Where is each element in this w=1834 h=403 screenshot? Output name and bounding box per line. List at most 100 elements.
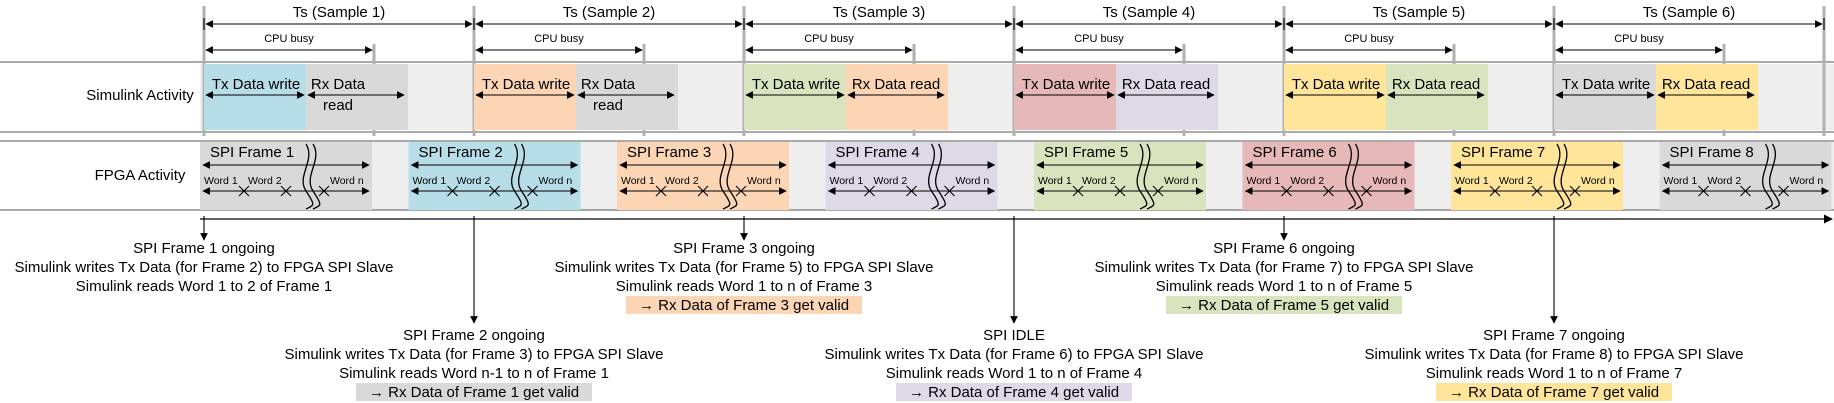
valid-note: → Rx Data of Frame 3 get valid — [639, 297, 849, 314]
word-2-label: Word 2 — [457, 175, 491, 187]
sample-label: Ts (Sample 2) — [563, 4, 656, 21]
word-n-label: Word n — [1164, 175, 1198, 187]
cpu-busy-label: CPU busy — [1344, 33, 1394, 45]
word-n-label: Word n — [747, 175, 781, 187]
fpga-activity-label: FPGA Activity — [95, 167, 186, 184]
sample-label: Ts (Sample 5) — [1373, 4, 1466, 21]
word-2-label: Word 2 — [1499, 175, 1533, 187]
break-symbol — [1136, 143, 1148, 210]
word-boundary-mark — [735, 185, 747, 197]
spi-frame-label: SPI Frame 7 — [1461, 144, 1545, 161]
spi-frame-block — [617, 142, 789, 210]
annotation-line: SPI Frame 1 ongoing — [133, 240, 275, 257]
annotation-line: SPI Frame 3 ongoing — [673, 240, 815, 257]
word-1-label: Word 1 — [1664, 175, 1698, 187]
rx-read-block — [1656, 64, 1758, 130]
cpu-busy-label: CPU busy — [1614, 33, 1664, 45]
word-boundary-mark — [1698, 185, 1709, 197]
word-n-label: Word n — [1790, 175, 1824, 187]
word-2-label: Word 2 — [1291, 175, 1325, 187]
annotation-line: SPI Frame 6 ongoing — [1213, 240, 1355, 257]
annotation-line: Simulink writes Tx Data (for Frame 7) to… — [1095, 259, 1474, 276]
tx-write-block — [474, 64, 576, 130]
word-2-label: Word 2 — [665, 175, 699, 187]
break-symbol — [928, 143, 939, 210]
tx-write-label: Tx Data write — [212, 76, 300, 93]
rx-read-block — [306, 64, 408, 130]
word-boundary-mark — [1361, 185, 1372, 197]
break-symbol — [1769, 143, 1780, 210]
spi-frame-block — [200, 142, 372, 210]
spi-frame-block — [1034, 142, 1206, 210]
word-2-label: Word 2 — [248, 175, 282, 187]
valid-highlight — [356, 383, 592, 401]
tx-write-block — [204, 64, 306, 130]
word-n-label: Word n — [1373, 175, 1407, 187]
word-boundary-mark — [1489, 185, 1501, 197]
rx-read-label: Rx Data read — [852, 76, 940, 93]
word-boundary-mark — [527, 185, 538, 197]
valid-highlight — [1166, 296, 1402, 314]
word-boundary-mark — [489, 185, 500, 197]
sample-label: Ts (Sample 3) — [833, 4, 926, 21]
annotation-line: SPI Frame 7 ongoing — [1483, 327, 1625, 344]
word-boundary-mark — [944, 185, 955, 197]
annotation-line: Simulink reads Word 1 to 2 of Frame 1 — [76, 278, 333, 295]
rx-read-label-line2: read — [593, 97, 623, 114]
annotation-line: Simulink reads Word 1 to n of Frame 3 — [616, 278, 873, 295]
word-boundary-mark — [447, 185, 458, 197]
break-symbol — [1762, 143, 1773, 210]
rx-read-label: Rx Data read — [1392, 76, 1480, 93]
sample-label: Ts (Sample 6) — [1643, 4, 1736, 21]
word-2-label: Word 2 — [874, 175, 908, 187]
valid-note: → Rx Data of Frame 5 get valid — [1179, 297, 1389, 314]
word-1-label: Word 1 — [1247, 175, 1281, 187]
annotation-line: Simulink writes Tx Data (for Frame 5) to… — [555, 259, 934, 276]
tx-write-label: Tx Data write — [752, 76, 840, 93]
word-boundary-mark — [906, 185, 917, 197]
break-symbol — [511, 143, 522, 210]
word-boundary-mark — [1281, 185, 1292, 197]
word-1-label: Word 1 — [204, 175, 238, 187]
break-symbol — [1143, 143, 1155, 210]
word-1-label: Word 1 — [413, 175, 447, 187]
word-2-label: Word 2 — [1708, 175, 1742, 187]
valid-highlight — [896, 383, 1132, 401]
break-symbol — [719, 143, 731, 210]
spi-frame-block — [1659, 142, 1832, 210]
spi-frame-label: SPI Frame 1 — [210, 144, 294, 161]
rx-read-label: Rx Data — [581, 76, 636, 93]
word-boundary-mark — [1323, 185, 1334, 197]
annotation-line: Simulink reads Word 1 to n of Frame 7 — [1426, 365, 1683, 382]
tx-write-block — [1014, 64, 1116, 130]
annotation-line: Simulink writes Tx Data (for Frame 6) to… — [825, 346, 1204, 363]
word-1-label: Word 1 — [621, 175, 655, 187]
valid-highlight — [626, 296, 862, 314]
rx-read-block — [846, 64, 948, 130]
word-1-label: Word 1 — [830, 175, 864, 187]
spi-frame-label: SPI Frame 6 — [1253, 144, 1337, 161]
word-boundary-mark — [1569, 185, 1581, 197]
word-boundary-mark — [1072, 185, 1084, 197]
tx-write-block — [744, 64, 846, 130]
spi-frame-label: SPI Frame 4 — [836, 144, 920, 161]
break-symbol — [309, 143, 321, 210]
break-symbol — [726, 143, 738, 210]
word-boundary-mark — [280, 185, 292, 197]
word-boundary-mark — [1778, 185, 1789, 197]
word-boundary-mark — [697, 185, 709, 197]
word-boundary-mark — [1114, 185, 1126, 197]
rx-read-block — [576, 64, 678, 130]
